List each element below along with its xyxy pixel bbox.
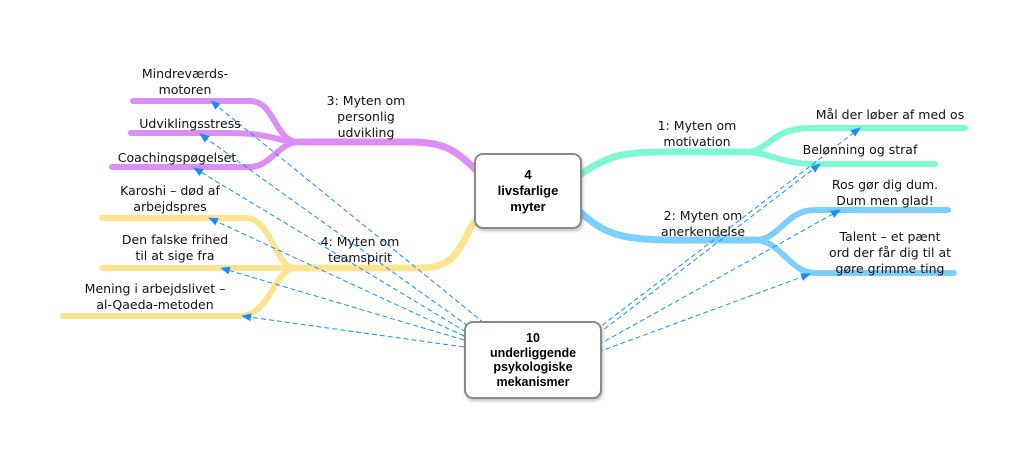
relationship-arrow-myth3-2 <box>193 167 467 333</box>
relationship-arrow-myth3-0 <box>210 100 485 324</box>
relationship-arrow-myth1-1 <box>597 163 821 335</box>
leaf-label-talent[interactable]: Talent – et pænt ord der får dig til at … <box>828 229 952 276</box>
relationship-arrow-myth2-0 <box>597 209 841 346</box>
leaf-label-beloenning-og-straf[interactable]: Belønning og straf <box>802 142 918 157</box>
branch-label-teamspirit[interactable]: 4: Myten om teamspirit <box>320 234 400 265</box>
branch-label-anerkendelse[interactable]: 2: Myten om anerkendelse <box>660 208 746 239</box>
leaf-label-maal-der-loeber[interactable]: Mål der løber af med os <box>815 107 965 122</box>
central-topic-myths[interactable]: 4 livsfarlige myter <box>474 153 582 229</box>
branch-label-personlig-udvikling[interactable]: 3: Myten om personlig udvikling <box>326 93 406 140</box>
leaf-label-udviklingsstress[interactable]: Udviklingsstress <box>139 116 241 131</box>
branch-line-myth1 <box>574 148 749 180</box>
relationship-arrow-myth4-1 <box>220 266 465 341</box>
branch-line-myth4 <box>291 218 478 272</box>
leaf-label-mindrevaerds-motoren[interactable]: Mindreværds- motoren <box>141 66 229 97</box>
central-topic-label: 4 livsfarlige myter <box>497 167 559 214</box>
leaf-label-karoshi[interactable]: Karoshi – død af arbejdspres <box>120 183 220 214</box>
relationship-arrow-myth3-1 <box>199 133 469 327</box>
leaf-label-ros-goer-dig-dum[interactable]: Ros gør dig dum. Dum men glad! <box>831 177 939 208</box>
branch-line-myth3 <box>294 138 480 174</box>
leaf-label-mening-i-arbejdslivet[interactable]: Mening i arbejdslivet – al-Qaeda-metoden <box>84 281 226 312</box>
relationship-arrow-myth4-2 <box>241 313 465 348</box>
subbranch-line-myth3-1 <box>128 130 301 145</box>
subbranch-line-myth2-1 <box>752 237 957 276</box>
leaf-label-coachingspoegelset[interactable]: Coachingspøgelset <box>117 150 237 165</box>
relationship-arrow-myth4-0 <box>208 217 465 337</box>
branch-line-myth2 <box>574 206 759 244</box>
branch-label-motivation[interactable]: 1: Myten om motivation <box>657 118 737 149</box>
mechanisms-topic-label: 10 underliggende psykologiske mekanismer <box>489 331 577 389</box>
relationship-arrow-myth2-1 <box>597 273 811 353</box>
central-topic-mechanisms[interactable]: 10 underliggende psykologiske mekanismer <box>464 321 602 399</box>
leaf-label-den-falske-frihed[interactable]: Den falske frihed til at sige fra <box>121 232 229 263</box>
subbranch-line-myth3-2 <box>109 139 301 170</box>
